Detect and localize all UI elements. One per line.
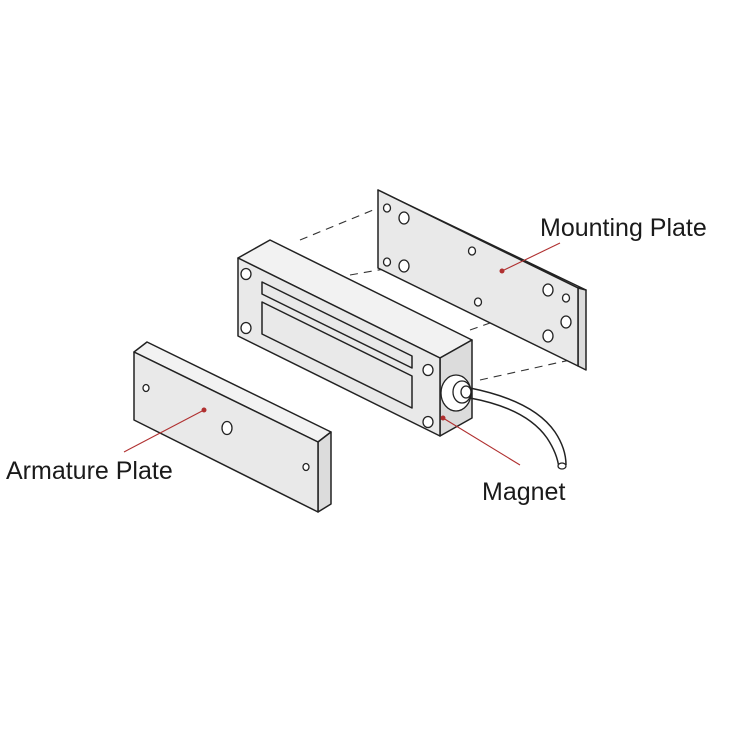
leaders [123, 242, 561, 466]
armature-hole [302, 462, 310, 472]
mounting-hole [542, 283, 554, 297]
magnet-screw [240, 321, 252, 335]
mounting-hole [560, 315, 572, 329]
cable [469, 387, 567, 466]
magnet-screw [240, 267, 252, 281]
mounting-plate [377, 189, 587, 371]
leader-dot-armature-plate [201, 407, 207, 413]
mounting-hole [467, 246, 477, 256]
label-magnet: Magnet [482, 478, 565, 506]
magnet-core-strip [261, 281, 413, 369]
leader-dot-magnet [440, 415, 446, 421]
magnet-screw [422, 415, 434, 429]
alignment-line-top-left [299, 207, 379, 241]
magnet-screw [422, 363, 434, 377]
cable-end [557, 462, 567, 470]
label-armature-plate: Armature Plate [6, 457, 173, 485]
mounting-hole [473, 297, 483, 307]
magnet-core-strip [261, 301, 413, 409]
mounting-hole [382, 257, 392, 267]
leader-mounting-plate [501, 242, 561, 272]
cable-gland-core [460, 385, 472, 399]
mounting-hole [542, 329, 554, 343]
alignment-line-bottom [479, 359, 571, 381]
label-mounting-plate: Mounting Plate [540, 214, 707, 242]
armature-hole [142, 383, 150, 393]
mounting-hole [398, 259, 410, 273]
magnet [237, 239, 567, 470]
cable [469, 397, 560, 469]
mounting-plate-face [377, 189, 579, 367]
leader-magnet [442, 417, 521, 466]
leader-armature-plate [123, 409, 205, 453]
armature-plate-side [317, 431, 332, 513]
armature-hole [221, 420, 233, 436]
armature-plate [133, 341, 332, 513]
magnet-front-face [237, 257, 441, 437]
mounting-hole [382, 203, 392, 213]
mounting-plate-side [577, 287, 587, 371]
mounting-hole [398, 211, 410, 225]
mounting-hole [561, 293, 571, 303]
leader-dot-mounting-plate [499, 268, 505, 274]
